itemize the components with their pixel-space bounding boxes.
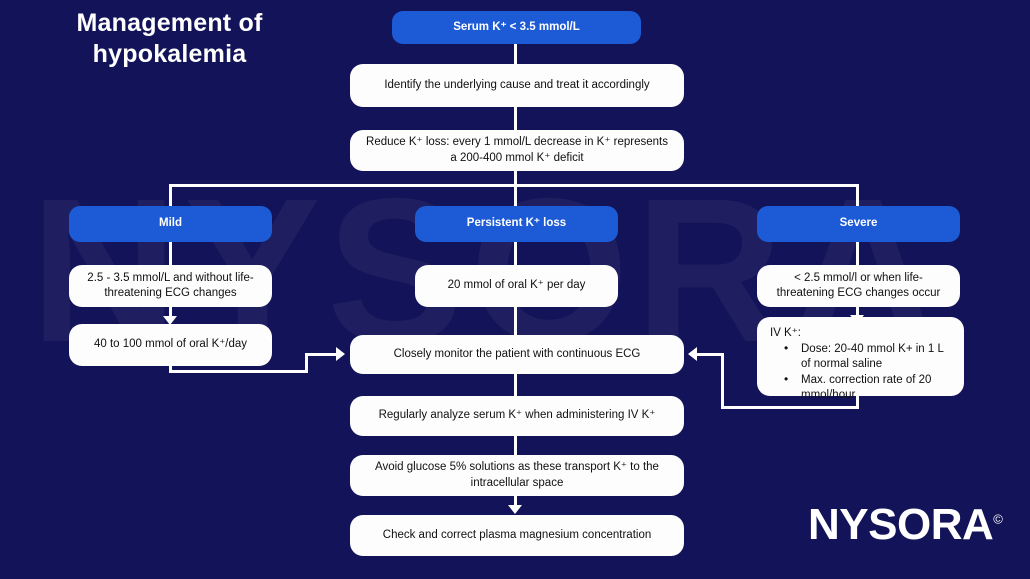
list-item: Max. correction rate of 20 mmol/hour (784, 372, 951, 404)
connector-severe-to-monitor-h1 (721, 406, 859, 409)
connector-branch-drop-mild (169, 184, 172, 206)
arrowhead-mild-to-treatment (163, 316, 177, 325)
node-mild-criteria[interactable]: 2.5 - 3.5 mmol/L and without life-threat… (69, 265, 272, 307)
nysora-logo-text: NYSORA (808, 500, 994, 549)
connector-severe-to-monitor-v2 (721, 353, 724, 409)
arrowhead-severe-to-monitor (688, 347, 697, 361)
connector-severe-header-to-criteria (856, 241, 859, 265)
connector-mild-to-monitor-v1 (169, 366, 172, 373)
node-severe-criteria[interactable]: < 2.5 mmol/l or when life-threatening EC… (757, 265, 960, 307)
node-identify-cause[interactable]: Identify the underlying cause and treat … (350, 64, 684, 107)
node-serum-k-root[interactable]: Serum K⁺ < 3.5 mmol/L (392, 11, 641, 44)
node-severe-iv-protocol[interactable]: IV K⁺: Dose: 20-40 mmol K+ in 1 L of nor… (757, 317, 964, 401)
page-title-line1: Management of (76, 9, 263, 37)
node-closely-monitor[interactable]: Closely monitor the patient with continu… (350, 335, 684, 374)
list-item: Dose: 20-40 mmol K+ in 1 L of normal sal… (784, 341, 951, 373)
connector-mild-to-monitor-v2 (305, 353, 308, 373)
nysora-logo: NYSORA© (808, 503, 1003, 547)
node-branch-header-severe[interactable]: Severe (757, 206, 960, 242)
node-regularly-analyze[interactable]: Regularly analyze serum K⁺ when administ… (350, 396, 684, 436)
connector-mild-to-monitor-h2 (305, 353, 337, 356)
copyright-icon: © (993, 511, 1003, 527)
connector-branch-drop-severe (856, 184, 859, 206)
connector-mild-header-to-criteria (169, 241, 172, 265)
node-avoid-glucose[interactable]: Avoid glucose 5% solutions as these tran… (350, 455, 684, 496)
connector-analyze-to-glucose (514, 436, 517, 455)
node-branch-header-persistent[interactable]: Persistent K⁺ loss (415, 206, 618, 242)
arrowhead-mild-to-monitor (336, 347, 345, 361)
connector-persistent-header-to-criteria (514, 241, 517, 265)
node-persistent-criteria[interactable]: 20 mmol of oral K⁺ per day (415, 265, 618, 307)
arrowhead-glucose-to-magnesium (508, 505, 522, 514)
connector-mild-criteria-to-treatment (169, 306, 172, 318)
connector-branch-drop-persistent (514, 184, 517, 206)
connector-root-to-identify (514, 43, 517, 64)
node-check-magnesium[interactable]: Check and correct plasma magnesium conce… (350, 515, 684, 556)
node-mild-treatment[interactable]: 40 to 100 mmol of oral K⁺/day (69, 324, 272, 366)
connector-persistent-criteria-to-monitor (514, 306, 517, 335)
connector-severe-criteria-to-iv (856, 306, 859, 317)
severe-iv-bullet-list: Dose: 20-40 mmol K+ in 1 L of normal sal… (770, 341, 951, 404)
connector-severe-to-monitor-h2 (697, 353, 724, 356)
connector-glucose-to-magnesium (514, 495, 517, 507)
page-title: Management of hypokalemia (42, 8, 297, 69)
node-branch-header-mild[interactable]: Mild (69, 206, 272, 242)
page-title-line2: hypokalemia (92, 39, 247, 68)
connector-monitor-to-analyze (514, 373, 517, 396)
severe-iv-title: IV K⁺: (770, 327, 801, 339)
connector-reduce-to-branchbar (514, 170, 517, 186)
connector-identify-to-reduce (514, 106, 517, 130)
node-reduce-k-loss[interactable]: Reduce K⁺ loss: every 1 mmol/L decrease … (350, 130, 684, 171)
connector-mild-to-monitor-h1 (169, 370, 308, 373)
